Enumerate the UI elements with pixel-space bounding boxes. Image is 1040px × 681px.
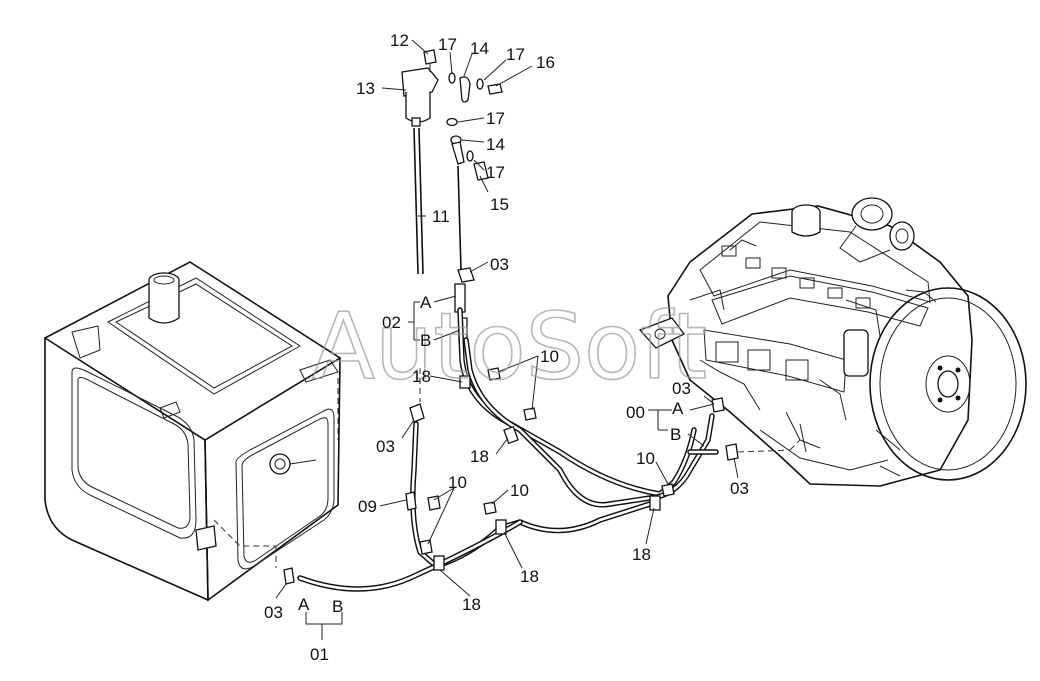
- label-03: 03: [376, 437, 395, 456]
- label-02: 02: [382, 313, 401, 332]
- label-03: 03: [730, 479, 749, 498]
- label-17: 17: [438, 35, 457, 54]
- label-10: 10: [510, 481, 529, 500]
- label-10: 10: [636, 449, 655, 468]
- part-labels: 12 17 14 17 16 13 17 14 17 15 11 03 02 A…: [264, 31, 749, 664]
- label-09: 09: [358, 497, 377, 516]
- label-00: 00: [626, 403, 645, 422]
- fuel-tank: [43, 261, 342, 602]
- label-10: 10: [448, 473, 467, 492]
- fuel-filter-assembly: [401, 49, 503, 283]
- label-00-a: A: [672, 399, 684, 418]
- label-18: 18: [632, 545, 651, 564]
- label-18: 18: [462, 595, 481, 614]
- label-12: 12: [390, 31, 409, 50]
- label-10: 10: [540, 347, 559, 366]
- label-16: 16: [536, 53, 555, 72]
- label-01-a: A: [298, 595, 310, 614]
- label-17: 17: [506, 45, 525, 64]
- label-03: 03: [264, 603, 283, 622]
- label-18: 18: [520, 567, 539, 586]
- label-17: 17: [486, 163, 505, 182]
- label-14: 14: [486, 135, 505, 154]
- label-00-b: B: [670, 425, 681, 444]
- label-17: 17: [486, 109, 505, 128]
- label-13: 13: [356, 79, 375, 98]
- label-01-b: B: [332, 597, 343, 616]
- leader-lines: [275, 39, 739, 640]
- label-02-a: A: [420, 293, 432, 312]
- label-03: 03: [672, 379, 691, 398]
- label-18: 18: [412, 367, 431, 386]
- watermark: AutoSoft: [312, 293, 707, 400]
- label-18: 18: [470, 447, 489, 466]
- label-02-b: B: [420, 331, 431, 350]
- fuel-hoses: [213, 283, 801, 592]
- label-11: 11: [432, 207, 450, 226]
- engine: [638, 197, 1027, 487]
- label-01: 01: [310, 645, 329, 664]
- label-14: 14: [470, 39, 489, 58]
- label-03: 03: [490, 255, 509, 274]
- label-15: 15: [490, 195, 509, 214]
